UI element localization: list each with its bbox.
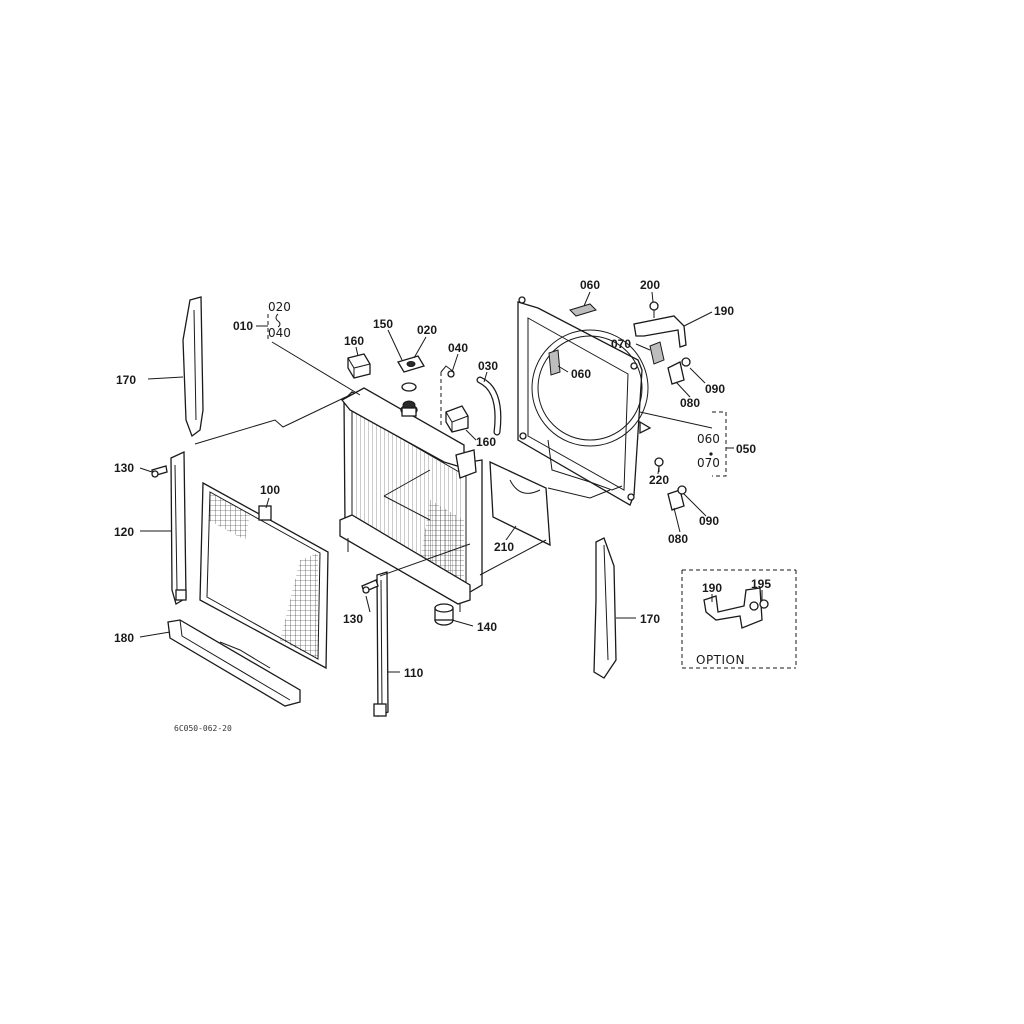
label-190: 190 [714,304,734,318]
label-130-mid: 130 [343,612,363,626]
option-box [681,569,797,669]
side-cover-right-170 [593,537,617,679]
overflow-hose-030 [476,376,502,436]
label-190-option: 190 [702,581,722,595]
label-180: 180 [114,631,134,645]
side-frame-left-120 [170,450,187,605]
label-020-mid: 020 [417,323,437,337]
label-070-right: 070 [697,456,720,470]
label-060-top: 060 [580,278,600,292]
range-marks [275,313,713,456]
side-cover-left-170 [182,296,204,438]
rubber-block-mid-160 [445,405,469,433]
label-060-mid: 060 [571,367,591,381]
clip-080-top [667,361,685,385]
bolt-mid-130 [361,579,379,594]
radiator-cap-150 [400,382,418,417]
clip-080-bottom [667,489,685,511]
label-060-right: 060 [697,432,720,446]
label-150: 150 [373,317,393,331]
stay-110 [373,571,389,717]
bolt-200 [649,301,659,318]
filler-neck-020 [397,355,425,373]
baffle-plate-210 [489,460,551,547]
label-070-top: 070 [611,337,631,351]
label-020-top: 020 [268,300,291,314]
label-040-top: 040 [268,326,291,340]
label-090-bottom: 090 [699,514,719,528]
label-160-mid: 160 [476,435,496,449]
radiator-core [339,387,483,612]
seal-pad-top-060 [569,303,597,317]
label-210: 210 [494,540,514,554]
label-130-left: 130 [114,461,134,475]
drawing-code: 6C050-062-20 [174,724,232,733]
label-140: 140 [477,620,497,634]
label-050: 050 [736,442,756,456]
bolt-090-bottom [677,485,687,495]
label-170-right: 170 [640,612,660,626]
cushion-140 [434,603,454,626]
bolt-090-top [681,357,691,367]
label-200: 200 [640,278,660,292]
label-120: 120 [114,525,134,539]
leader-lines [139,291,763,673]
label-090-top: 090 [705,382,725,396]
label-040-mid: 040 [448,341,468,355]
part-labels: 170 010 020 040 160 150 020 040 030 160 … [114,278,771,680]
label-010: 010 [233,319,253,333]
label-160-top: 160 [344,334,364,348]
label-170-left: 170 [116,373,136,387]
label-080-top: 080 [680,396,700,410]
rubber-block-top-160 [347,353,371,379]
seal-pad-070 [649,341,665,365]
label-100: 100 [260,483,280,497]
screen-100 [199,481,329,670]
label-030: 030 [478,359,498,373]
option-text: OPTION [696,653,745,667]
label-110: 110 [404,666,424,680]
label-220: 220 [649,473,669,487]
fan-shroud [517,296,652,506]
label-080-bottom: 080 [668,532,688,546]
bottom-cover-180 [167,619,301,707]
seal-pad-mid-060 [548,349,561,376]
bracket-190 [633,315,687,348]
clamp-040 [440,365,455,425]
bolt-left-130 [151,465,168,478]
label-195: 195 [751,577,771,591]
